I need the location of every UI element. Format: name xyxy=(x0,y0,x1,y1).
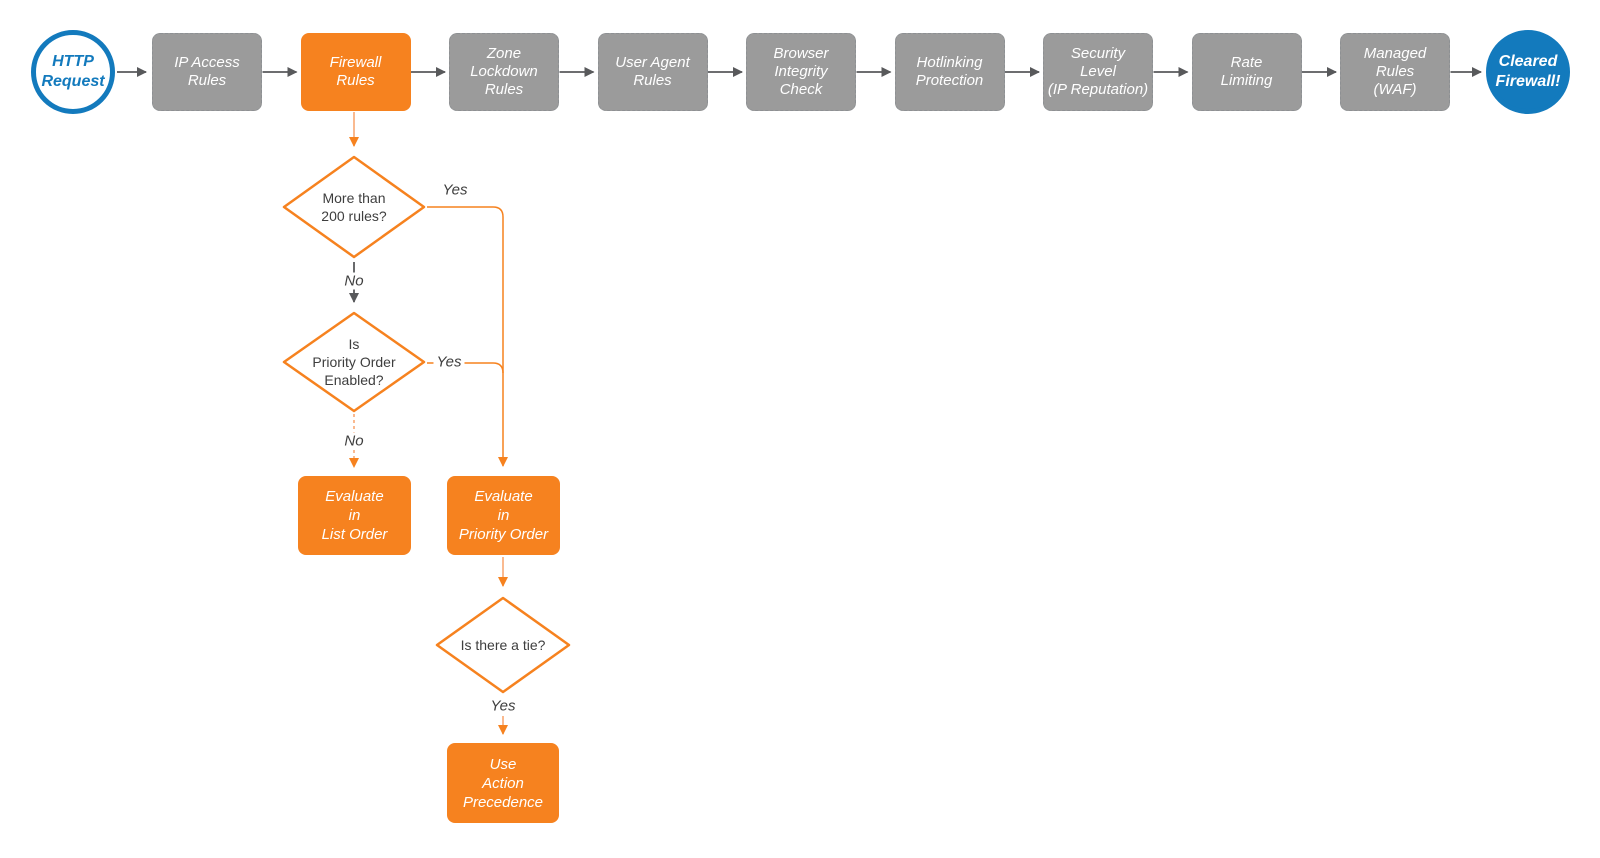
edge-label-rules-yes: Yes xyxy=(439,181,471,199)
step-zone-lockdown-rules: Zone Lockdown Rules xyxy=(449,33,559,111)
action-evaluate-in-priority-order: Evaluate in Priority Order xyxy=(447,476,560,555)
step-security-level: Security Level (IP Reputation) xyxy=(1043,33,1153,111)
connector-rules-yes xyxy=(427,206,508,467)
decision-priority-order-enabled: Is Priority Order Enabled? xyxy=(281,310,427,414)
action-label: Evaluate in Priority Order xyxy=(458,488,549,543)
edge-label-rules-no: No xyxy=(341,272,367,290)
edge-label-priority-no: No xyxy=(341,432,367,450)
decision-label: More than 200 rules? xyxy=(321,190,387,224)
step-hotlinking-protection: Hotlinking Protection xyxy=(894,33,1005,111)
step-label: IP Access Rules xyxy=(174,54,240,89)
decision-is-there-a-tie: Is there a tie? xyxy=(434,595,572,695)
diamond-shape xyxy=(282,155,426,259)
step-firewall-rules: Firewall Rules xyxy=(300,33,411,111)
step-label: Zone Lockdown Rules xyxy=(470,45,538,98)
pipeline-row: IP Access Rules Firewall Rules Zone Lock… xyxy=(152,33,1450,111)
decision-label: Is there a tie? xyxy=(460,637,546,653)
step-label: Managed Rules (WAF) xyxy=(1363,45,1427,98)
action-use-action-precedence: Use Action Precedence xyxy=(447,743,559,823)
edge-label-tie-yes: Yes xyxy=(487,697,519,715)
step-ip-access-rules: IP Access Rules xyxy=(152,33,262,111)
start-node-label: HTTP Request xyxy=(41,53,105,90)
decision-label: Is Priority Order Enabled? xyxy=(312,336,396,388)
edge-label-priority-yes: Yes xyxy=(433,353,465,371)
end-node-label: Cleared Firewall! xyxy=(1495,53,1561,90)
start-node-http-request: HTTP Request xyxy=(31,30,115,114)
step-label: Rate Limiting xyxy=(1220,54,1273,89)
action-evaluate-in-list-order: Evaluate in List Order xyxy=(298,476,411,555)
step-user-agent-rules: User Agent Rules xyxy=(597,33,708,111)
step-rate-limiting: Rate Limiting xyxy=(1191,33,1302,111)
step-label: Hotlinking Protection xyxy=(915,54,984,89)
action-label: Use Action Precedence xyxy=(462,755,544,811)
connector-priority-yes xyxy=(427,362,504,374)
step-managed-rules-waf: Managed Rules (WAF) xyxy=(1340,33,1450,111)
end-node-cleared-firewall: Cleared Firewall! xyxy=(1486,30,1570,114)
step-browser-integrity-check: Browser Integrity Check xyxy=(746,33,856,111)
decision-more-than-200-rules: More than 200 rules? xyxy=(281,154,427,260)
diamond-shape xyxy=(435,596,571,694)
step-label: User Agent Rules xyxy=(615,54,690,89)
step-label: Firewall Rules xyxy=(329,54,382,89)
diamond-shape xyxy=(282,311,426,413)
step-label: Browser Integrity Check xyxy=(773,45,829,98)
action-label: Evaluate in List Order xyxy=(321,488,388,543)
step-label: Security Level (IP Reputation) xyxy=(1047,45,1149,98)
